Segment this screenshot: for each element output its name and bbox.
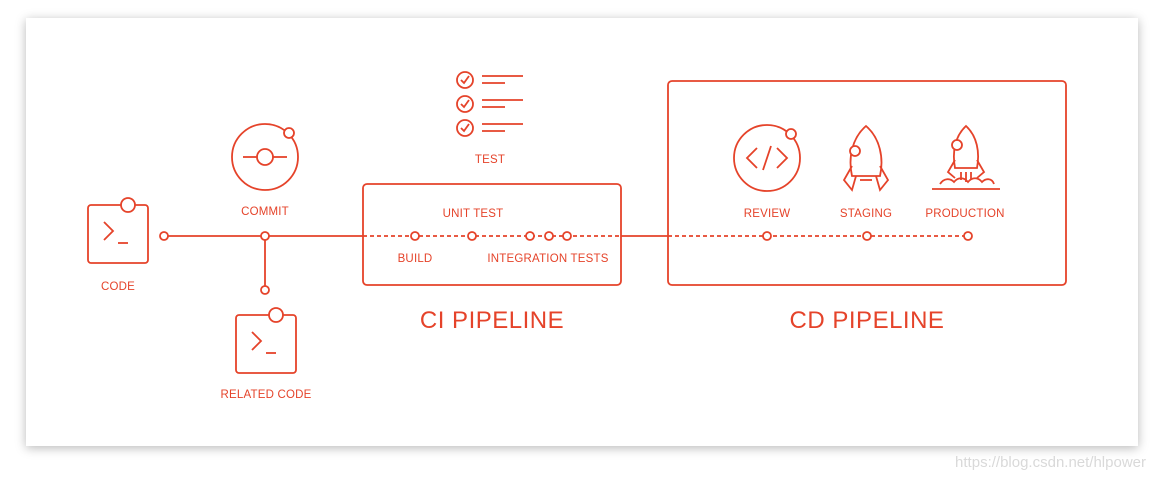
terminal-icon <box>235 307 297 374</box>
integration-node-1 <box>525 231 535 241</box>
ci-pipeline-box <box>362 183 622 286</box>
build-node <box>410 231 420 241</box>
ci-pipeline-title: CI PIPELINE <box>420 307 564 334</box>
build-label: BUILD <box>398 253 433 265</box>
production-node <box>963 231 973 241</box>
review-label: REVIEW <box>744 208 791 220</box>
unit-test-label: UNIT TEST <box>443 208 504 220</box>
rocket-icon <box>842 124 890 192</box>
code-label: CODE <box>101 281 135 293</box>
integration-node-2 <box>544 231 554 241</box>
unit-test-node <box>467 231 477 241</box>
code-node <box>159 231 169 241</box>
related-code-node <box>260 285 270 295</box>
test-label: TEST <box>475 154 505 166</box>
staging-label: STAGING <box>840 208 892 220</box>
cd-pipeline-box <box>667 80 1067 286</box>
related-code-label: RELATED CODE <box>220 389 311 401</box>
review-node <box>762 231 772 241</box>
integration-tests-label: INTEGRATION TESTS <box>487 253 608 265</box>
commit-label: COMMIT <box>241 206 289 218</box>
checklist-icon <box>456 71 523 137</box>
watermark: https://blog.csdn.net/hlpower <box>955 454 1146 471</box>
staging-node <box>862 231 872 241</box>
commit-node <box>260 231 270 241</box>
commit-icon <box>231 123 299 191</box>
code-brackets-icon <box>733 124 801 192</box>
terminal-icon <box>87 197 149 264</box>
rocket-launch-icon <box>932 124 1000 190</box>
production-label: PRODUCTION <box>925 208 1004 220</box>
integration-node-3 <box>562 231 572 241</box>
cd-pipeline-title: CD PIPELINE <box>790 307 945 334</box>
diagram-card <box>26 18 1138 446</box>
